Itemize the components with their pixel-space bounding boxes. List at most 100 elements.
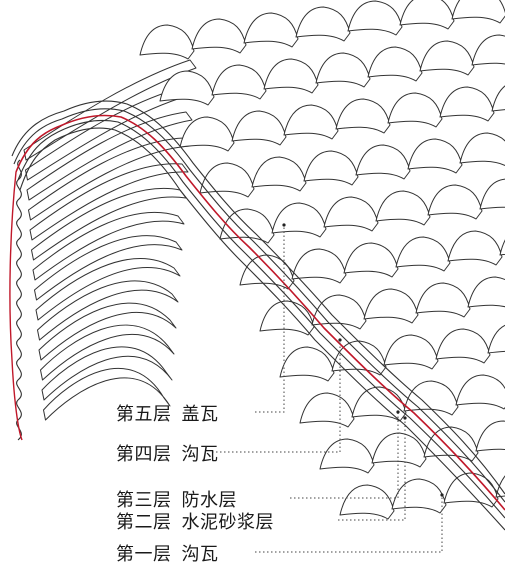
label-layer-1: 第一层沟瓦 [116,540,219,566]
layer-5-order: 第五层 [116,404,172,425]
cover-tile [271,202,327,238]
cover-tile [451,0,505,24]
cover-tile [263,58,319,94]
cover-tile [487,324,505,354]
cover-tile [471,34,505,66]
layer-4-order: 第四层 [116,444,172,465]
layer-4-name: 沟瓦 [181,444,219,465]
underside-channel-tile [26,111,193,201]
leader-dot-5 [282,223,286,227]
layer-3-name: 防水层 [181,490,237,511]
cover-tile [159,70,215,106]
leader-layer-4 [212,340,341,453]
underside-channel-tile [34,235,183,301]
cover-tile [443,472,499,508]
underside-channel-tile [38,302,177,361]
cover-tile [291,248,347,284]
cover-tile [239,254,295,290]
cover-tile [399,0,455,30]
leader-dot-3 [396,410,400,414]
cover-tile [259,300,315,336]
left-eave-edge [16,159,22,441]
underside-channel-tile [37,280,179,341]
cover-tile [491,85,505,112]
cover-tile [383,334,439,370]
layer-1-order: 第一层 [116,544,172,565]
underside-channel-tile [40,324,175,381]
leader-endpoints [282,223,444,497]
cover-tile [295,6,351,42]
underside-channel-tile [41,346,173,401]
underside-channel-tile [43,367,171,421]
cover-tile [419,40,475,76]
leader-dot-4 [338,338,342,342]
cover-tile [279,346,335,382]
label-layer-5: 第五层盖瓦 [116,400,219,426]
cover-tile [475,420,505,452]
right-roof-slope [139,0,505,520]
cover-tile [335,98,391,134]
layer-2-order: 第二层 [116,512,172,533]
cover-tile [459,132,505,167]
label-layer-3: 第三层防水层 [116,486,237,512]
cover-tile [387,92,443,128]
cover-tile [479,178,505,210]
layer-2-name: 水泥砂浆层 [181,512,274,533]
layer-3-waterproof-line [15,114,505,511]
cover-tile [211,64,267,100]
leader-layer-3 [290,412,399,499]
cover-tile [243,12,299,48]
layer-5-name: 盖瓦 [181,404,219,425]
cover-tile [355,144,411,180]
cover-tile [395,236,451,272]
underside-channel-tile [32,211,185,281]
cover-tile [407,138,463,174]
cover-tile [315,52,371,88]
cover-tile [415,282,471,318]
cover-tile [179,116,235,152]
layer-2-mortar-profile [17,119,505,519]
cover-tile [191,18,247,54]
cover-tile [403,380,459,416]
cover-tile [303,150,359,186]
cover-tile [375,190,431,226]
leader-layer-5 [255,225,285,413]
cover-tile [339,484,395,520]
waterproof-line-left [9,171,23,441]
layer-5-cover-tile-profile [11,100,505,495]
cover-tile [319,438,375,474]
cover-tile [499,239,505,256]
cover-tile [343,242,399,278]
cover-tile [367,46,423,82]
leader-dot-2 [403,416,407,420]
cover-tile [311,294,367,330]
label-layer-2: 第二层水泥砂浆层 [116,508,274,534]
cover-tile [331,340,387,376]
cover-tile [363,288,419,324]
layer-3-order: 第三层 [116,490,172,511]
cover-tile [351,386,407,422]
underside-channel-tile [29,163,189,241]
cover-tile [323,196,379,232]
cover-tile [467,276,505,308]
cover-tile [427,184,483,220]
cover-tile [439,86,495,122]
layer-1-name: 沟瓦 [181,544,219,565]
left-roof-slope [9,59,197,441]
cover-tile [283,104,339,140]
cover-tile [423,426,479,462]
layer-1-bottom-tile-profile [19,127,505,531]
cover-tile [299,392,355,428]
cover-tile [251,156,307,192]
leader-layer-1 [255,495,443,553]
cover-tile [347,0,403,36]
cover-tile [447,230,503,266]
cover-tile [139,24,195,60]
cover-tile [231,110,287,146]
underside-channel-tile [35,258,181,321]
leader-lines [212,225,443,553]
cover-tile [455,374,505,410]
label-layer-4: 第四层沟瓦 [116,440,219,466]
cover-tile [495,475,505,498]
